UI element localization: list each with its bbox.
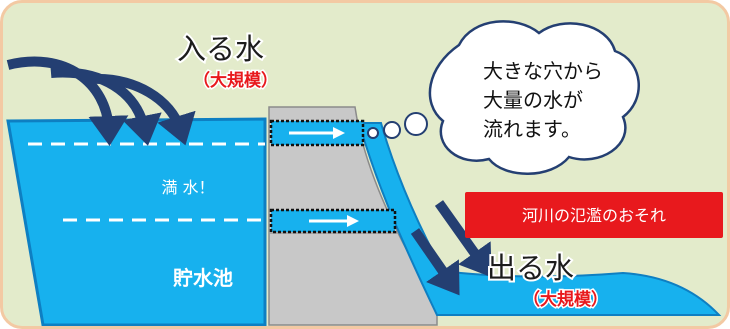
- inflow-arrow-3: [90, 73, 196, 146]
- thought-bubble-dot-small: [367, 127, 379, 139]
- thought-line-1: 大きな穴から: [483, 59, 603, 83]
- outflow-arrow-2: [410, 228, 460, 296]
- inflow-arrow-2: [50, 67, 162, 146]
- outflow-title: 出る水: [487, 251, 574, 285]
- inflow-title: 入る水: [177, 32, 264, 66]
- outflow-scale: （大規模）: [523, 289, 608, 310]
- reservoir-full-label: 満 水！: [161, 178, 214, 197]
- dam-flood-diagram: 入る水 （大規模） 満 水！ 貯水池 大きな穴から 大量の水が 流れます。 河川…: [6, 20, 723, 326]
- inflow-scale: （大規模）: [193, 70, 278, 91]
- outflow-arrow-1: [434, 200, 492, 278]
- warning-text: 河川の氾濫のおそれ: [522, 206, 666, 225]
- reservoir-name: 貯水池: [173, 266, 233, 290]
- reservoir-water: [6, 117, 267, 326]
- thought-line-3: 流れます。: [483, 117, 581, 141]
- thought-line-2: 大量の水が: [483, 88, 583, 112]
- thought-bubble-dot-medium: [383, 121, 401, 139]
- warning-box: [465, 192, 723, 238]
- thought-bubble: [428, 20, 640, 175]
- thought-bubble-dot-large: [404, 112, 428, 136]
